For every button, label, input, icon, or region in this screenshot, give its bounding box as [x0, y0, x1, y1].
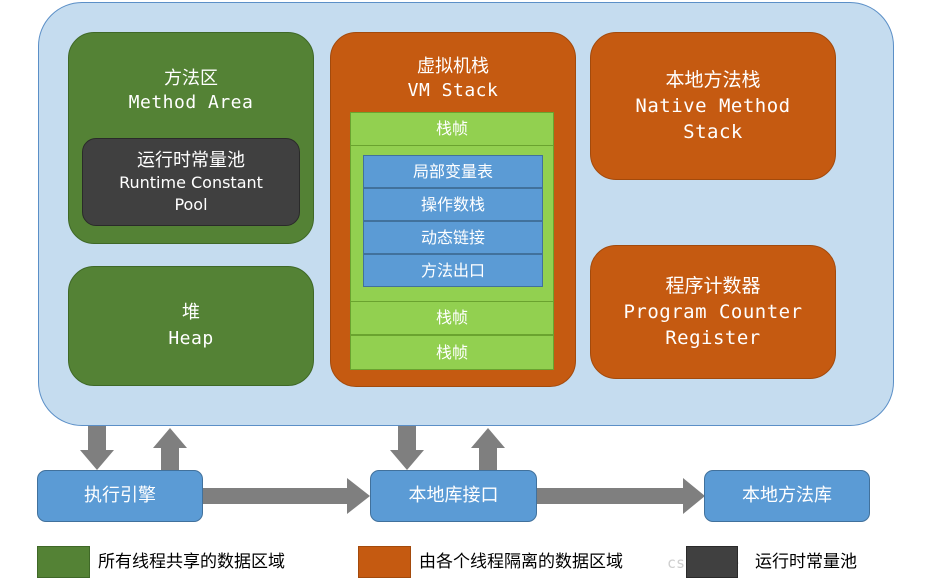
execution-engine-label: 执行引擎 [84, 485, 156, 506]
arrow-up-left-icon [153, 428, 187, 471]
legend-shared-label: 所有线程共享的数据区域 [98, 552, 285, 572]
stack-frame-mid: 栈帧 [350, 301, 554, 335]
pc-register-cn: 程序计数器 [665, 275, 761, 297]
stack-frame-bottom: 栈帧 [350, 335, 554, 370]
native-stack-en2: Stack [683, 121, 743, 143]
stack-frame-bottom-label: 栈帧 [435, 342, 468, 362]
legend-pool-label: 运行时常量池 [755, 552, 857, 572]
native-interface-label: 本地库接口 [408, 485, 499, 506]
stack-frame-top: 栈帧 [350, 112, 554, 146]
arrow-right-2-icon [537, 478, 705, 514]
arrow-right-1-icon [203, 478, 370, 514]
runtime-constant-pool-box: 运行时常量池 Runtime Constant Pool [82, 138, 300, 226]
runtime-pool-cn: 运行时常量池 [137, 149, 245, 171]
native-library-label: 本地方法库 [742, 485, 832, 506]
legend-isolated-swatch [358, 546, 411, 578]
frame-item-label: 局部变量表 [412, 161, 493, 181]
arrow-up-middle-icon [471, 428, 505, 471]
native-stack-cn: 本地方法栈 [665, 69, 761, 91]
legend-shared-swatch [37, 546, 90, 578]
frame-item-return-address: 方法出口 [363, 254, 543, 287]
arrow-down-middle-icon [390, 426, 424, 470]
legend-isolated-label: 由各个线程隔离的数据区域 [419, 552, 623, 572]
pc-register-en1: Program Counter [623, 301, 803, 323]
method-area-cn: 方法区 [164, 68, 218, 89]
heap-cn: 堆 [182, 302, 200, 323]
execution-engine-box: 执行引擎 [37, 470, 203, 522]
pc-register-box: 程序计数器 Program Counter Register [590, 245, 836, 379]
frame-item-local-variables: 局部变量表 [363, 155, 543, 188]
frame-item-label: 动态链接 [420, 227, 485, 247]
method-area-en: Method Area [128, 92, 254, 113]
pc-register-en2: Register [665, 327, 761, 349]
heap-box: 堆 Heap [68, 266, 314, 386]
frame-item-label: 操作数栈 [420, 194, 485, 214]
method-area-box: 方法区 Method Area 运行时常量池 Runtime Constant … [68, 32, 314, 244]
native-interface-box: 本地库接口 [370, 470, 537, 522]
arrow-down-left-icon [80, 426, 114, 470]
vm-stack-box: 虚拟机栈 VM Stack 栈帧 局部变量表 操作数栈 动态链接 方法出口 栈帧… [330, 32, 576, 387]
stack-frame-top-label: 栈帧 [435, 119, 468, 138]
native-method-stack-box: 本地方法栈 Native Method Stack [590, 32, 836, 180]
runtime-pool-en1: Runtime Constant [119, 172, 263, 192]
legend-pool-swatch [686, 546, 738, 578]
heap-en: Heap [168, 328, 214, 349]
vm-stack-en: VM Stack [407, 80, 499, 101]
frame-item-dynamic-linking: 动态链接 [363, 221, 543, 254]
frame-item-operand-stack: 操作数栈 [363, 188, 543, 221]
frame-item-label: 方法出口 [420, 260, 485, 280]
runtime-pool-en2: Pool [174, 194, 208, 214]
stack-frame-mid-label: 栈帧 [435, 308, 468, 327]
native-stack-en1: Native Method [635, 95, 791, 117]
native-library-box: 本地方法库 [704, 470, 870, 522]
vm-stack-cn: 虚拟机栈 [417, 56, 489, 77]
